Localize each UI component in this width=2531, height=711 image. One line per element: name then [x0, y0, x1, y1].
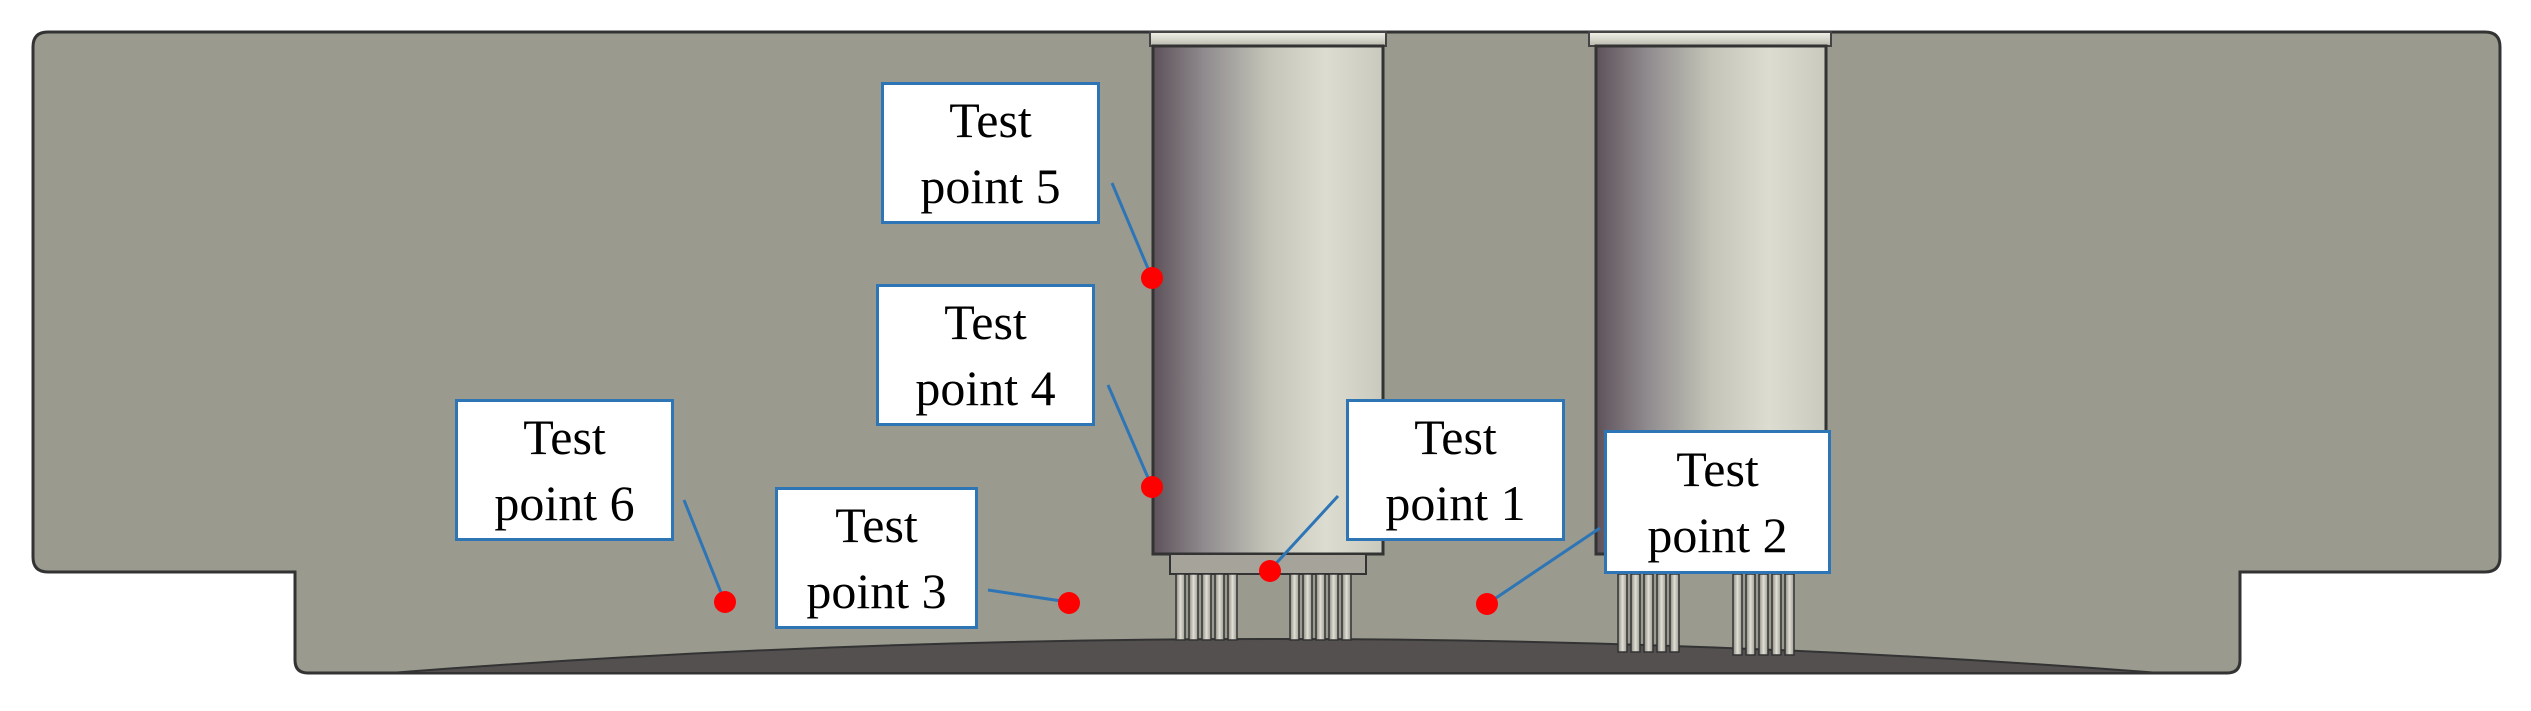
fin	[1227, 573, 1238, 641]
callout-test-point-2-line1: Test	[1676, 441, 1759, 497]
fin	[1201, 573, 1212, 641]
callout-test-point-6: Test point 6	[455, 399, 674, 541]
test-point-3-marker	[1058, 592, 1080, 614]
fin	[1328, 573, 1339, 641]
callout-test-point-6-line2: point 6	[494, 475, 635, 531]
callout-test-point-6-line1: Test	[523, 409, 606, 465]
callout-test-point-3: Test point 3	[775, 487, 978, 629]
callout-test-point-4-line2: point 4	[915, 360, 1056, 416]
leader-line-tp1	[1268, 494, 1340, 572]
callout-test-point-5-line2: point 5	[920, 158, 1061, 214]
fin	[1175, 573, 1186, 641]
fin	[1784, 573, 1795, 656]
leader-line-tp6	[682, 499, 726, 601]
fin	[1188, 573, 1199, 641]
right-bore-cap	[1588, 31, 1832, 47]
fin	[1617, 573, 1628, 653]
leader-line-tp5	[1110, 182, 1154, 279]
fin	[1656, 573, 1667, 653]
test-point-4-marker	[1141, 476, 1163, 498]
leader-line-tp4	[1106, 384, 1154, 488]
callout-test-point-3-line1: Test	[835, 497, 918, 553]
fin	[1302, 573, 1313, 641]
callout-test-point-1: Test point 1	[1346, 399, 1565, 541]
fin	[1745, 573, 1756, 656]
leader-lines	[682, 182, 1601, 606]
callout-test-point-2-line2: point 2	[1647, 507, 1788, 563]
fin	[1732, 573, 1743, 656]
fin-array	[1175, 573, 1795, 656]
test-point-6-marker	[714, 591, 736, 613]
fin	[1289, 573, 1300, 641]
fin	[1315, 573, 1326, 641]
callout-test-point-1-line2: point 1	[1385, 475, 1526, 531]
callout-test-point-4: Test point 4	[876, 284, 1095, 426]
fin	[1771, 573, 1782, 656]
callout-test-point-5-line1: Test	[949, 92, 1032, 148]
callout-test-point-2: Test point 2	[1604, 430, 1831, 574]
test-point-2-marker	[1476, 593, 1498, 615]
test-points	[714, 267, 1498, 615]
callout-test-point-3-line2: point 3	[806, 563, 947, 619]
leader-line-tp3	[987, 588, 1069, 604]
fin	[1630, 573, 1641, 653]
left-bore-cap	[1149, 31, 1387, 47]
fin	[1669, 573, 1680, 653]
left-cylinder	[1151, 44, 1385, 556]
test-point-1-marker	[1259, 560, 1281, 582]
fin	[1643, 573, 1654, 653]
fin	[1758, 573, 1769, 656]
fin	[1341, 573, 1352, 641]
callout-test-point-5: Test point 5	[881, 82, 1100, 224]
callout-test-point-1-line1: Test	[1414, 409, 1497, 465]
callout-test-point-4-line1: Test	[944, 294, 1027, 350]
test-point-5-marker	[1141, 267, 1163, 289]
leader-line-tp2	[1486, 526, 1601, 606]
fin	[1214, 573, 1225, 641]
